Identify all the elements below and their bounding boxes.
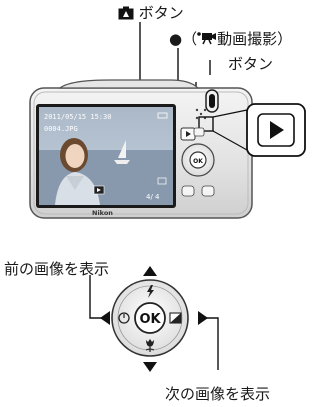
- next-image-label: 次の画像を表示: [165, 385, 271, 403]
- svg-text:OK: OK: [193, 158, 203, 165]
- screen-filename: 0004.JPG: [44, 125, 78, 133]
- playback-button-text: ボタン: [138, 4, 184, 22]
- flash-icon: [147, 285, 154, 298]
- movie-camera-icon: [197, 32, 217, 45]
- highlight-connector: [212, 109, 248, 151]
- camera-controls: OK: [181, 127, 215, 197]
- record-button-small[interactable]: [205, 89, 219, 113]
- playback-triangle-icon: [270, 121, 284, 139]
- record-button-label-line2: ボタン: [228, 55, 274, 73]
- brand-logo: Nikon: [92, 209, 113, 217]
- record-button-dot: ●（: [169, 30, 198, 48]
- record-button-movie: 動画撮影）: [217, 30, 293, 48]
- arrow-down: [143, 362, 157, 372]
- multi-selector: OK: [89, 266, 219, 372]
- playback-button-label: ボタン: [118, 4, 184, 22]
- screen-counter: 4/ 4: [146, 193, 160, 201]
- playback-button-small[interactable]: [180, 127, 196, 141]
- ok-button[interactable]: [134, 302, 166, 334]
- playback-highlight-box: [198, 116, 214, 132]
- leader-previous: [89, 275, 110, 319]
- battery-icon: [157, 112, 168, 119]
- macro-tulip-icon: [145, 339, 155, 352]
- arrow-up: [143, 266, 157, 276]
- camera-icon: [118, 6, 134, 20]
- playback-button-zoom[interactable]: [246, 103, 306, 157]
- previous-image-label: 前の画像を表示: [4, 260, 110, 278]
- record-button-label: ●（ 動画撮影）: [169, 30, 292, 48]
- ok-label: OK: [139, 312, 161, 327]
- arrow-left[interactable]: [100, 311, 110, 325]
- leader-next: [200, 317, 219, 370]
- self-timer-icon: [118, 312, 130, 324]
- arrow-right[interactable]: [198, 311, 208, 325]
- screen-datetime: 2011/05/15 15:30: [44, 113, 111, 121]
- exposure-compensation-icon: [169, 312, 182, 324]
- camera-screen: 2011/05/15 15:30 0004.JPG 4/ 4: [36, 104, 176, 208]
